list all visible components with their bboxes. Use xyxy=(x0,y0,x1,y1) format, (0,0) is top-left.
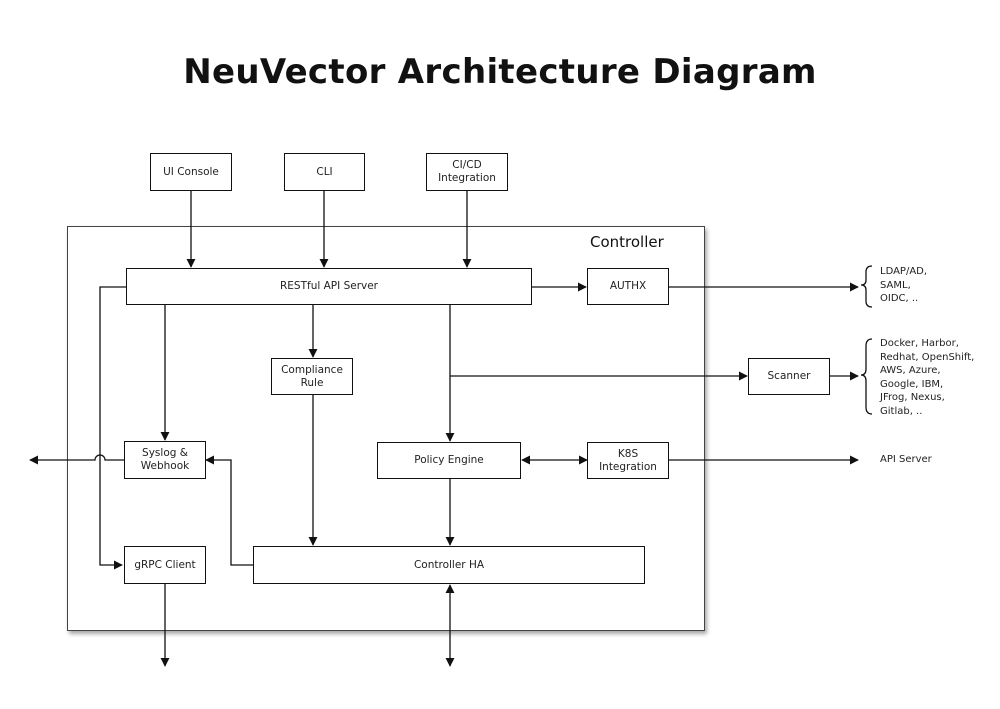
restful-api-server-box: RESTful API Server xyxy=(126,268,532,305)
grpc-client-box: gRPC Client xyxy=(124,546,206,584)
edge-ha-to-syslog xyxy=(205,455,253,566)
brace-registries xyxy=(860,338,873,415)
scanner-box: Scanner xyxy=(748,358,830,395)
registries-label: Docker, Harbor, Redhat, OpenShift, AWS, … xyxy=(880,338,975,417)
diagram-title: NeuVector Architecture Diagram xyxy=(183,52,817,92)
edge-syslog-out xyxy=(29,454,124,465)
brace-auth-providers xyxy=(860,265,873,308)
api-server-label: API Server xyxy=(880,454,932,465)
edge-api-to-grpc xyxy=(99,286,126,570)
auth-providers-label: LDAP/AD, SAML, OIDC, .. xyxy=(880,266,928,304)
policy-engine-box: Policy Engine xyxy=(377,442,521,479)
compliance-rule-box: Compliance Rule xyxy=(271,358,353,395)
cicd-integration-box: CI/CD Integration xyxy=(426,153,508,191)
ui-console-box: UI Console xyxy=(150,153,232,191)
cli-box: CLI xyxy=(284,153,365,191)
k8s-integration-box: K8S Integration xyxy=(587,442,669,479)
syslog-webhook-box: Syslog & Webhook xyxy=(124,441,206,479)
authx-box: AUTHX xyxy=(587,268,669,305)
controller-label: Controller xyxy=(590,233,664,251)
controller-ha-box: Controller HA xyxy=(253,546,645,584)
